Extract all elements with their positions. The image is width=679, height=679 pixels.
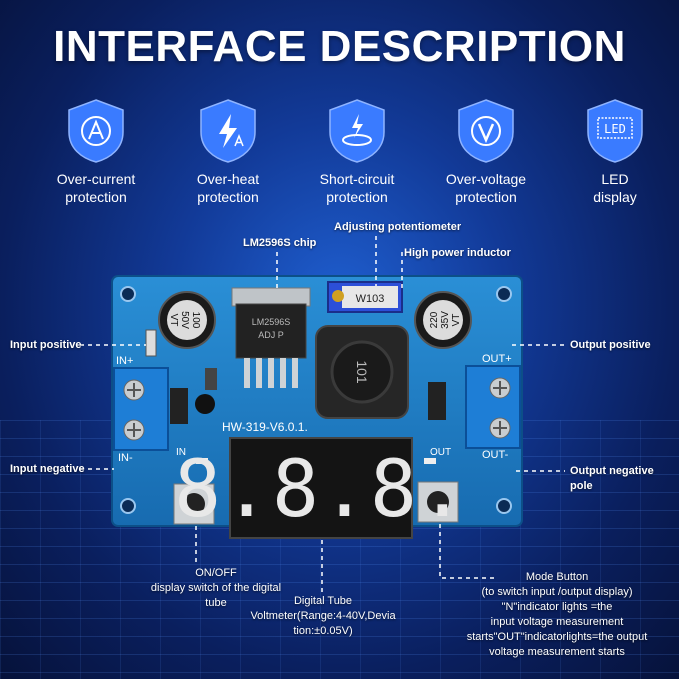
inductor-label: 101 <box>354 360 370 384</box>
bolt-shield-icon <box>197 98 259 164</box>
callout-line: display switch of the digital <box>150 582 282 594</box>
callout-line: tion:±0.05V) <box>293 625 353 637</box>
svg-text:LED: LED <box>604 122 626 136</box>
led-shield-icon: LED <box>584 98 646 164</box>
feature-label: protection <box>197 189 259 205</box>
feature-label: Short-circuit <box>319 171 395 187</box>
mode-button[interactable] <box>417 481 459 523</box>
pot-label: W103 <box>356 293 385 305</box>
pcb-in-minus: IN- <box>118 452 133 464</box>
pcb-out-minus: OUT- <box>482 449 509 461</box>
feature-over-current: Over-current protection <box>36 98 156 206</box>
feature-label: Over-heat <box>196 171 260 187</box>
feature-label: Over-current <box>56 171 136 187</box>
cap-left-label: VT <box>168 314 179 327</box>
cap-right-label: VT <box>451 314 462 327</box>
pcb-out-indicator: OUT <box>430 447 451 458</box>
spark-shield-icon <box>326 98 388 164</box>
callout-line: "N"indicator lights =the <box>501 601 613 613</box>
pcb-out-plus: OUT+ <box>482 353 512 365</box>
callout-adjusting-pot: Adjusting potentiometer <box>334 221 462 233</box>
callout-chip: LM2596S chip <box>243 237 317 249</box>
feature-short-circuit: Short-circuit protection <box>297 98 417 206</box>
tube-digits: 8.8.8. <box>174 445 468 535</box>
pcb-in-indicator: IN <box>176 447 186 458</box>
feature-label: LED <box>601 171 629 187</box>
chip-label: ADJ P <box>258 330 284 340</box>
cap-left-label: 50V <box>179 311 190 329</box>
page-title: INTERFACE DESCRIPTION <box>53 22 626 71</box>
cap-left-label: 100 <box>190 312 201 329</box>
cap-right-label: 35V <box>440 311 451 329</box>
callout-onoff: ON/OFF display switch of the digital tub… <box>126 566 306 611</box>
feature-label: protection <box>65 189 127 205</box>
cap-right-label: 220 <box>429 311 440 328</box>
callout-mode-button: Mode Button (to switch input /output dis… <box>440 570 674 660</box>
callout-input-negative: Input negative <box>10 463 85 475</box>
callout-line: input voltage measurement <box>490 616 624 628</box>
feature-over-heat: Over-heat protection <box>168 98 288 206</box>
feature-label: display <box>593 189 637 205</box>
chip-label: LM2596S <box>252 317 291 327</box>
callout-line: starts"OUT"indicatorlights=the output <box>466 631 648 643</box>
callout-output-negative: Output negative pole <box>570 465 654 492</box>
callout-line: Digital Tube <box>293 595 353 607</box>
pcb-in-plus: IN+ <box>116 355 133 367</box>
callout-line: voltage measurement starts <box>489 646 625 658</box>
callout-input-positive: Input positive <box>10 339 82 351</box>
feature-over-voltage: Over-voltage protection <box>426 98 546 206</box>
callout-line: tube <box>205 597 227 609</box>
pcb-model: HW-319-V6.0.1. <box>222 420 308 434</box>
v-shield-icon <box>455 98 517 164</box>
callout-line: Mode Button <box>525 571 589 583</box>
digital-tube <box>229 437 413 539</box>
feature-label: protection <box>455 189 517 205</box>
callout-line: ON/OFF <box>195 567 237 579</box>
callout-output-positive: Output positive <box>570 339 651 351</box>
feature-label: Over-voltage <box>445 171 527 187</box>
callout-line: Voltmeter(Range:4-40V,Devia <box>250 610 396 622</box>
a-shield-icon <box>65 98 127 164</box>
feature-led-display: LED LED display <box>555 98 675 206</box>
feature-label: protection <box>326 189 388 205</box>
callout-line: (to switch input /output display) <box>481 586 633 598</box>
callout-inductor: High power inductor <box>404 247 511 259</box>
callout-digital-tube: Digital Tube Voltmeter(Range:4-40V,Devia… <box>248 594 398 639</box>
